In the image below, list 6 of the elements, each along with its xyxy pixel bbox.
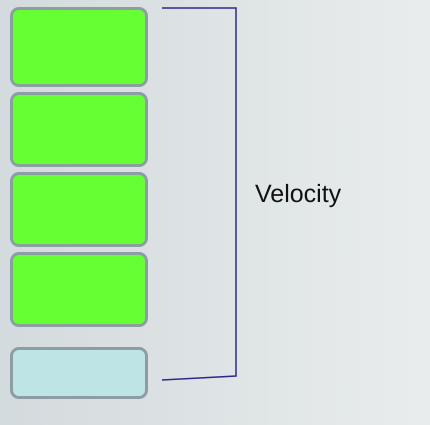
block (10, 7, 148, 87)
block (10, 252, 148, 327)
block (10, 92, 148, 167)
block (10, 172, 148, 247)
bracket-label: Velocity (255, 180, 342, 209)
block (10, 347, 148, 399)
